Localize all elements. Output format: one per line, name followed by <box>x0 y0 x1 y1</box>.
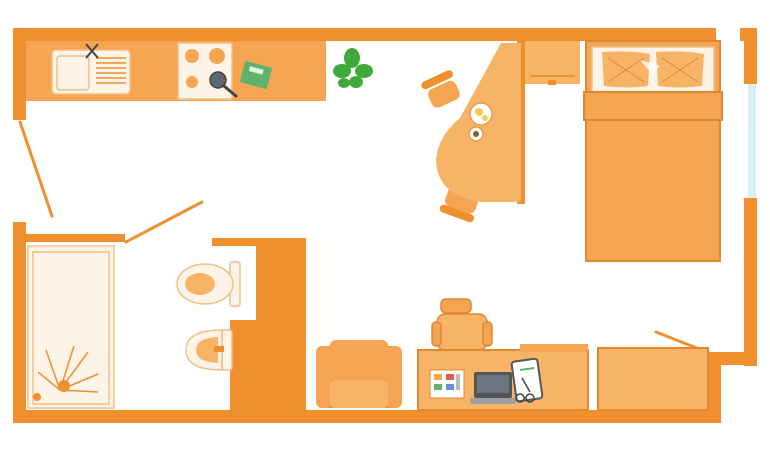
bathroom-top-wall <box>13 234 125 242</box>
cutting-board-icon <box>240 61 272 89</box>
wall-left-upper <box>13 28 26 120</box>
wall-right-upper <box>744 28 757 84</box>
kitchen-counter <box>26 41 326 101</box>
plant-icon <box>333 48 373 88</box>
washbasin-icon <box>185 329 233 371</box>
glasses-icon <box>515 393 535 403</box>
laptop-icon <box>470 372 516 404</box>
sink-icon <box>51 43 131 95</box>
dining-set <box>421 43 521 223</box>
bathroom-inner-step <box>230 320 260 414</box>
pillow-icon <box>602 51 650 88</box>
stove-icon <box>177 42 238 100</box>
tablet-icon <box>510 357 544 403</box>
entrance-door <box>18 120 54 218</box>
bathroom-door <box>124 200 204 244</box>
pillow-icon <box>656 51 704 88</box>
window <box>748 84 756 198</box>
wall-left-lower <box>13 222 26 422</box>
office-chair-icon <box>431 298 493 351</box>
nightstand <box>525 41 580 85</box>
side-cabinet <box>597 347 709 411</box>
armchair-icon <box>316 340 402 408</box>
bathroom-partition <box>256 238 306 414</box>
wall-bottom <box>13 410 721 423</box>
wall-top <box>13 28 716 41</box>
shower-icon <box>27 245 115 409</box>
breakfast-plate-icon <box>469 102 493 126</box>
bathroom <box>27 245 241 409</box>
chair-icon <box>421 70 460 108</box>
bed <box>583 40 723 262</box>
wall-right-lower <box>744 198 757 366</box>
toilet-icon <box>176 261 241 307</box>
notebook-icon <box>429 369 465 399</box>
coffee-cup-icon <box>468 126 484 142</box>
desk <box>417 344 589 411</box>
wall-right-corner <box>708 352 721 423</box>
outer-walls <box>13 28 757 423</box>
